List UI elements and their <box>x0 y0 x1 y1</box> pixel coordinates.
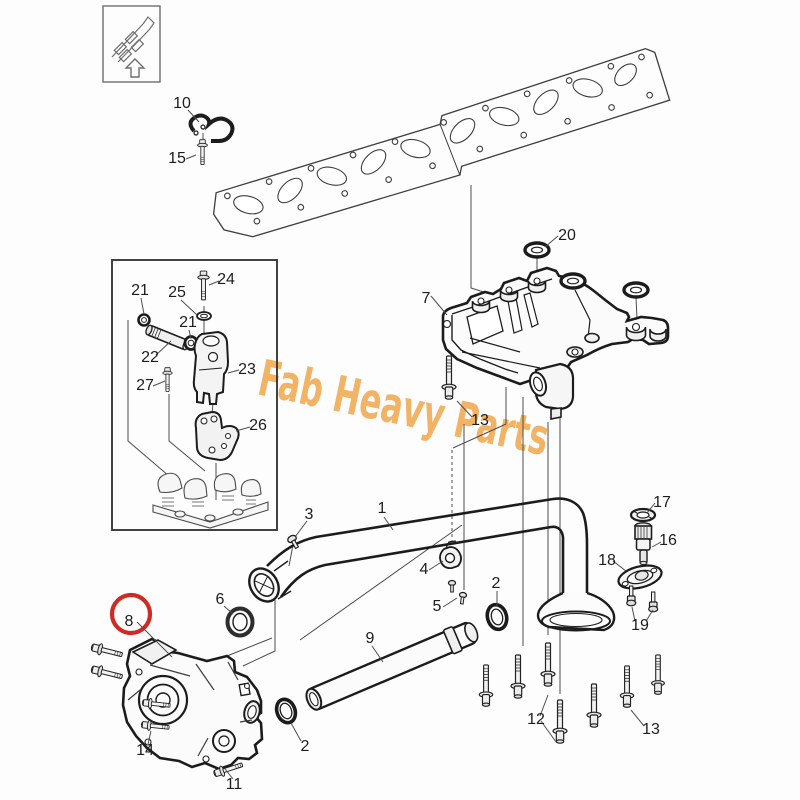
bolt-12-b <box>552 699 568 744</box>
engine-block-mini <box>152 472 269 529</box>
valve-16 <box>634 522 653 566</box>
callout-19: 19 <box>631 617 649 634</box>
bolt-24 <box>197 270 210 301</box>
bolt-e <box>586 683 602 728</box>
callout-18: 18 <box>598 552 616 569</box>
bolt-27 <box>162 367 173 393</box>
bolt-13-b <box>651 654 665 695</box>
washer-17 <box>629 507 657 523</box>
oring-2-left <box>274 697 298 725</box>
detail-box-frame <box>111 259 278 531</box>
jet-body-23 <box>192 330 230 405</box>
callout-2-left: 2 <box>301 738 310 755</box>
seals-20 <box>523 241 650 299</box>
up-arrow-icon <box>124 58 146 78</box>
transfer-tube-9 <box>305 621 479 711</box>
relief-valve-group <box>617 507 663 613</box>
oring-21-left <box>137 313 151 327</box>
cylinder-block-gasket <box>212 47 671 238</box>
bolt-a <box>478 664 494 707</box>
detail-box <box>111 259 278 531</box>
mounting-plate-7 <box>441 266 670 420</box>
bolt-3 <box>287 534 300 550</box>
bolt-13-a <box>619 665 635 708</box>
callout-11: 11 <box>226 776 243 793</box>
bolt-14-a <box>89 641 124 661</box>
callout-21-left: 21 <box>131 282 149 299</box>
oring-2-right <box>485 602 509 632</box>
callout-8: 8 <box>125 613 134 630</box>
callout-4: 4 <box>420 561 429 578</box>
callout-7: 7 <box>422 290 431 307</box>
orientation-inset <box>102 5 161 83</box>
bolt-14-b <box>89 663 124 683</box>
callout-24: 24 <box>217 271 235 288</box>
oil-pump-8 <box>121 637 264 771</box>
clamp-4 <box>439 540 463 570</box>
washer-25 <box>196 311 212 321</box>
callout-3: 3 <box>305 506 314 523</box>
callout-6: 6 <box>216 591 225 608</box>
callout-16: 16 <box>659 532 677 549</box>
callout-5: 5 <box>433 598 442 615</box>
seal-20-b <box>559 272 587 290</box>
bolt-12-a <box>540 642 556 688</box>
callout-27: 27 <box>136 377 154 394</box>
callout-15: 15 <box>168 150 186 167</box>
callout-leaders <box>136 109 662 780</box>
diagonal-arrow-icon <box>111 16 155 63</box>
callout-26: 26 <box>249 417 267 434</box>
callout-23: 23 <box>238 361 256 378</box>
bracket-26 <box>194 410 240 462</box>
inset-frame <box>102 5 161 83</box>
pipe-10 <box>188 113 235 143</box>
studs-19 <box>626 585 659 613</box>
callout-13-bottom: 13 <box>642 721 660 738</box>
seal-6 <box>225 606 255 638</box>
callout-20: 20 <box>558 227 576 244</box>
callout-1: 1 <box>378 500 387 517</box>
bolt-b <box>510 654 526 699</box>
callout-9: 9 <box>366 630 375 647</box>
callout-21-mid: 21 <box>179 314 197 331</box>
suction-tube-1 <box>248 497 616 632</box>
seal-20-c <box>622 281 650 299</box>
callout-14: 14 <box>136 742 154 759</box>
callout-2-right: 2 <box>492 575 501 592</box>
callout-25: 25 <box>168 284 186 301</box>
seal-20-a <box>523 241 551 259</box>
callout-12: 12 <box>527 711 545 728</box>
flange-18 <box>617 564 663 590</box>
bolt-15 <box>197 139 208 166</box>
callout-17: 17 <box>653 494 671 511</box>
callout-13-upper: 13 <box>471 412 489 429</box>
callout-labels: 10 15 20 7 13 24 21 25 21 22 23 27 26 17… <box>125 95 677 793</box>
bottom-bolts <box>478 642 665 744</box>
callout-22: 22 <box>141 349 159 366</box>
highlight-circle-part8 <box>109 592 153 636</box>
bolts-5 <box>447 579 468 605</box>
callout-10: 10 <box>173 95 191 112</box>
